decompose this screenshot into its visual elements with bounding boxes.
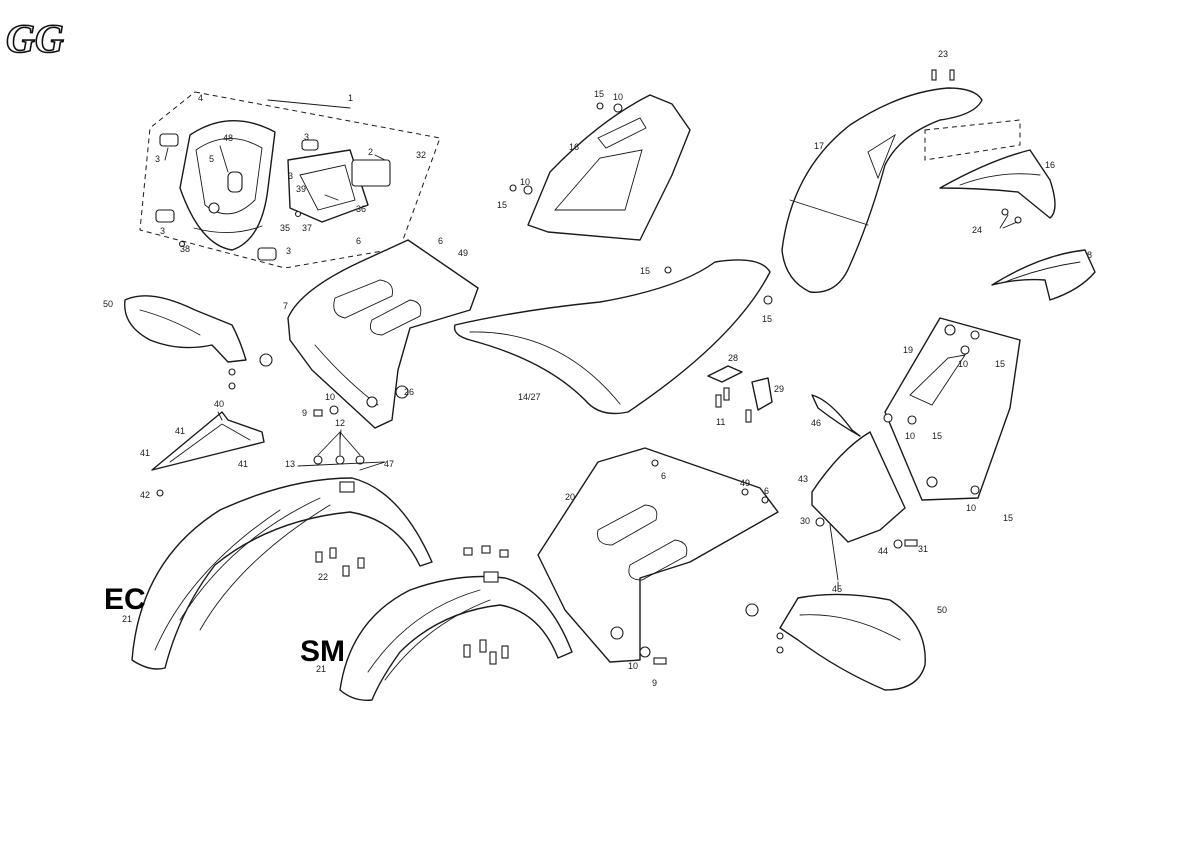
- callout-7: 7: [283, 301, 288, 311]
- callout-15: 15: [640, 266, 650, 276]
- callout-6: 6: [764, 486, 769, 496]
- callout-4: 4: [198, 93, 203, 103]
- callout-49: 49: [458, 248, 468, 258]
- callout-10: 10: [325, 392, 335, 402]
- rear-fender-insert: [939, 149, 1056, 224]
- side-number-plate-left: [509, 94, 691, 241]
- fender-bolts-22: [315, 547, 365, 577]
- callout-9: 9: [302, 408, 307, 418]
- right-hand-guard: [745, 593, 926, 691]
- callout-6: 6: [661, 471, 666, 481]
- callout-50: 50: [103, 299, 113, 309]
- front-fender-ec: [131, 477, 433, 670]
- callout-9: 9: [652, 678, 657, 688]
- callout-44: 44: [878, 546, 888, 556]
- callout-10: 10: [520, 177, 530, 187]
- callout-8: 8: [1087, 250, 1092, 260]
- callout-28: 28: [728, 353, 738, 363]
- callout-16: 16: [569, 142, 579, 152]
- callout-42: 42: [140, 490, 150, 500]
- mud-flap: [991, 249, 1096, 301]
- callout-47: 47: [384, 459, 394, 469]
- callout-23: 23: [938, 49, 948, 59]
- callout-15: 15: [594, 89, 604, 99]
- front-fender-sm: [339, 545, 573, 701]
- leader-lines: [164, 145, 1018, 591]
- left-hand-guard: [124, 295, 273, 390]
- callout-10: 10: [905, 431, 915, 441]
- callout-labels: 4 1 48 3 5 3 2 32 3 3 39 36 35 37 38 3 6…: [103, 49, 1092, 688]
- headlight-assembly: [139, 91, 441, 269]
- right-radiator-shroud: [537, 447, 779, 665]
- callout-45: 45: [832, 584, 842, 594]
- callout-21: 21: [122, 614, 132, 624]
- variant-sm-label: SM: [300, 635, 345, 668]
- fender-bracket: [151, 411, 265, 497]
- callout-16: 16: [1045, 160, 1055, 170]
- callout-10: 10: [613, 92, 623, 102]
- callout-3: 3: [160, 226, 165, 236]
- callout-43: 43: [798, 474, 808, 484]
- callout-11: 11: [716, 417, 725, 427]
- seat: [453, 259, 773, 415]
- callout-15: 15: [762, 314, 772, 324]
- side-number-plate-right: [883, 317, 1021, 501]
- callout-36: 36: [356, 204, 366, 214]
- callout-3: 3: [304, 132, 309, 142]
- callout-49: 49: [740, 478, 750, 488]
- callout-3: 3: [286, 246, 291, 256]
- callout-14-27: 14/27: [518, 392, 541, 402]
- callout-15: 15: [932, 431, 942, 441]
- callout-2: 2: [368, 147, 373, 157]
- callout-26: 26: [404, 387, 414, 397]
- callout-24: 24: [972, 225, 982, 235]
- callout-10: 10: [958, 359, 968, 369]
- variant-ec-label: EC: [104, 583, 146, 616]
- callout-38: 38: [180, 244, 190, 254]
- callout-10: 10: [966, 503, 976, 513]
- seat-brackets: [707, 365, 773, 423]
- callout-15: 15: [497, 200, 507, 210]
- callout-17: 17: [814, 141, 824, 151]
- callout-30: 30: [800, 516, 810, 526]
- callout-35: 35: [280, 223, 290, 233]
- callout-15: 15: [1003, 513, 1013, 523]
- callout-21: 21: [316, 664, 326, 674]
- left-radiator-shroud: [287, 239, 479, 429]
- callout-50: 50: [937, 605, 947, 615]
- callout-37: 37: [302, 223, 312, 233]
- callout-5: 5: [209, 154, 214, 164]
- callout-13: 13: [285, 459, 295, 469]
- callout-15: 15: [995, 359, 1005, 369]
- callout-40: 40: [214, 399, 224, 409]
- callout-41: 41: [175, 426, 185, 436]
- callout-31: 31: [918, 544, 928, 554]
- front-number-plate: [811, 394, 918, 581]
- callout-48: 48: [223, 133, 233, 143]
- callout-6: 6: [438, 236, 443, 246]
- callout-1: 1: [348, 93, 353, 103]
- callout-41: 41: [140, 448, 150, 458]
- callout-39: 39: [296, 184, 306, 194]
- callout-22: 22: [318, 572, 328, 582]
- callout-29: 29: [774, 384, 784, 394]
- center-left-hardware: [297, 385, 409, 467]
- callout-6: 6: [356, 236, 361, 246]
- rear-fender: [781, 69, 1021, 293]
- callout-12: 12: [335, 418, 345, 428]
- callout-19: 19: [903, 345, 913, 355]
- callout-3: 3: [155, 154, 160, 164]
- brand-logo: GG: [6, 16, 64, 61]
- callout-20: 20: [565, 492, 575, 502]
- callout-10: 10: [628, 661, 638, 671]
- callout-46: 46: [811, 418, 821, 428]
- callout-41: 41: [238, 459, 248, 469]
- callout-3: 3: [288, 171, 293, 181]
- callout-32: 32: [416, 150, 426, 160]
